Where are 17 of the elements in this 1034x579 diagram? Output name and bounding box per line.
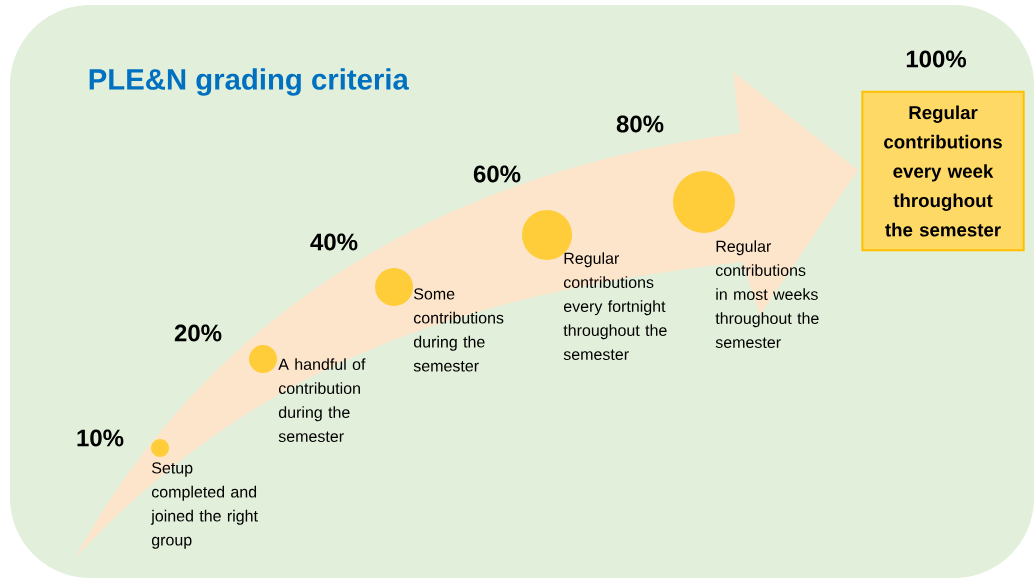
percent-label: 100%: [906, 50, 967, 68]
description-text: Setup completed and joined the right group: [150, 462, 258, 549]
description-text: Regular contributions every fortnight throughout the semester: [563, 252, 667, 360]
goal-box: Regular contributions every week throughout the semester: [861, 90, 1025, 252]
percent-label: 20%: [174, 324, 222, 342]
description-text: Regular contributions in most weeks throughout the semester: [715, 240, 819, 348]
milestone-dot: [151, 439, 169, 457]
title: PLE&N grading criteria: [89, 68, 409, 96]
milestone-dot: [375, 268, 413, 306]
percent-label: 80%: [616, 115, 664, 133]
percent-label: 40%: [310, 233, 358, 251]
milestone-dot: [673, 171, 735, 233]
percent-label: 60%: [473, 165, 521, 183]
milestone-dot: [249, 345, 277, 373]
description-text: A handful of contribution during the semester: [278, 358, 366, 442]
percent-label: 10%: [77, 429, 124, 447]
description-text: Some contributions during the semester: [413, 288, 504, 372]
